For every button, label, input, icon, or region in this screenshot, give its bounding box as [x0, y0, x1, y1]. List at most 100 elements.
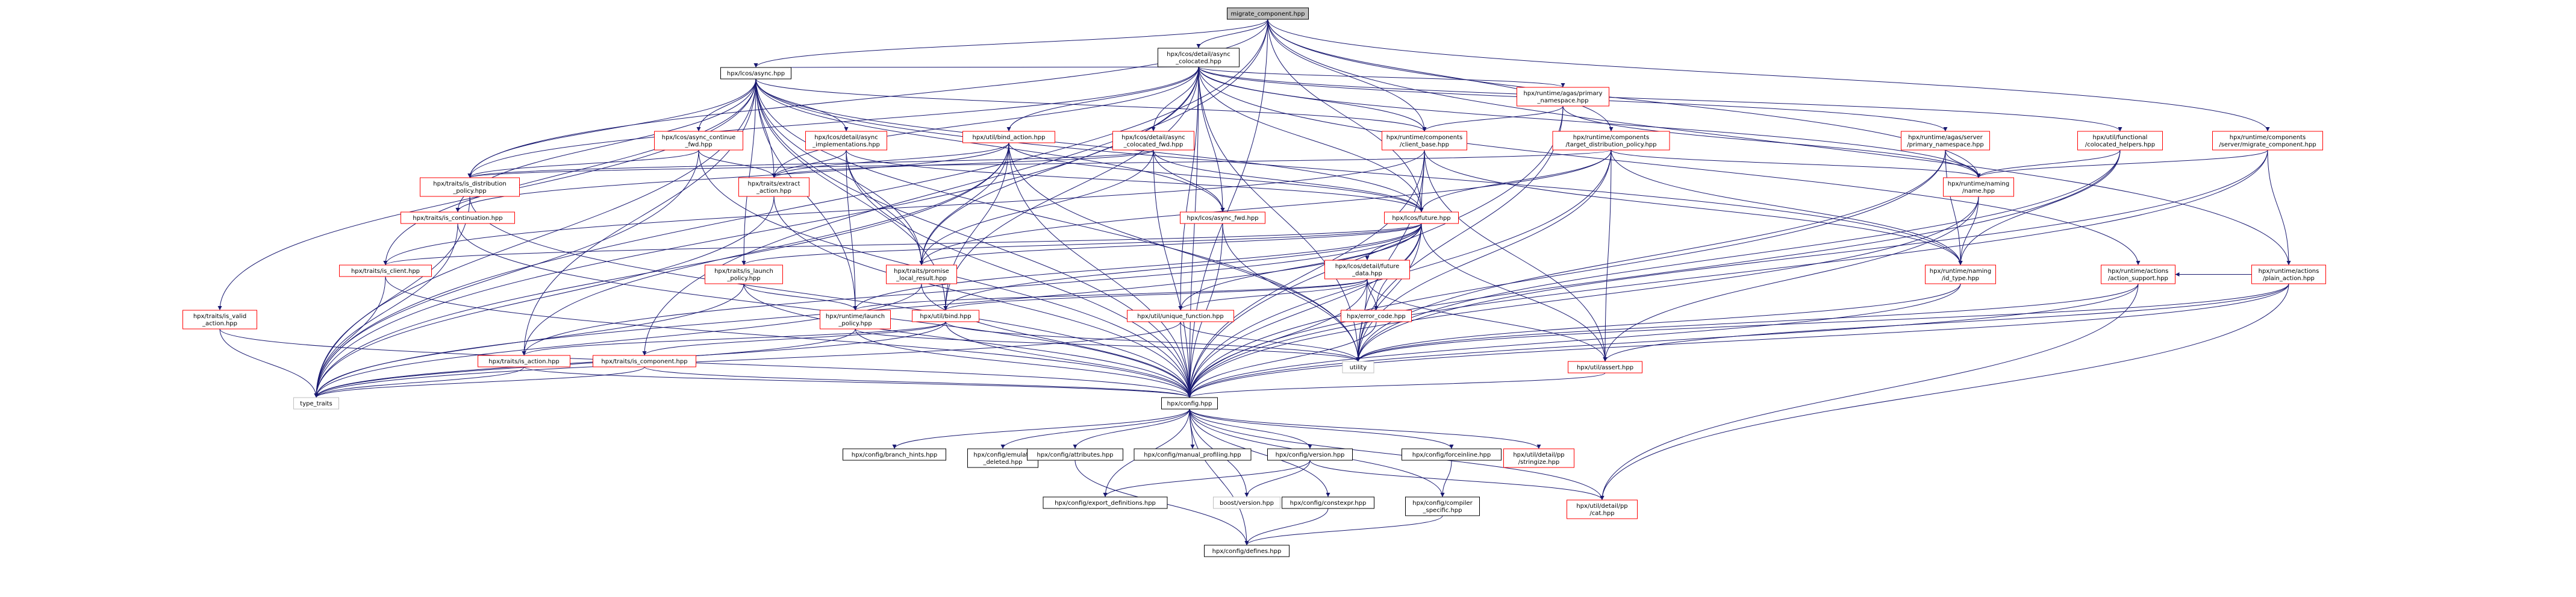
node-client-base[interactable]: hpx/runtime/components/client_base.hpp — [1382, 131, 1467, 151]
edge-target-dist-to-name — [1611, 149, 1981, 178]
node-box — [912, 310, 979, 322]
edge-id-type-to-config — [1187, 283, 1961, 398]
edge-future-data-to-assert — [1367, 278, 1608, 362]
node-label: _colocated_fwd.hpp — [1123, 142, 1184, 148]
edge-async-to-async-fwd — [755, 78, 1225, 213]
edge-is-launch-policy-to-launch-policy — [743, 283, 858, 311]
node-bind-action[interactable]: hpx/util/bind_action.hpp — [962, 131, 1055, 143]
edge-config-to-defines — [1189, 408, 1249, 546]
node-box — [1405, 496, 1480, 516]
node-box — [2212, 131, 2323, 151]
node-cat[interactable]: hpx/util/detail/pp/cat.hpp — [1567, 499, 1638, 519]
node-root[interactable]: migrate_component.hpp — [1227, 7, 1309, 20]
node-label: _policy.hpp — [726, 275, 760, 282]
node-label: hpx/lcos/detail/async — [1167, 51, 1230, 58]
node-future-data[interactable]: hpx/lcos/detail/future_data.hpp — [1324, 260, 1410, 280]
edge-async-to-client-base — [755, 78, 1427, 132]
node-is-client[interactable]: hpx/traits/is_client.hpp — [339, 264, 432, 277]
edge-target-dist-to-is-dist-policy — [468, 149, 1612, 178]
node-is-launch-policy[interactable]: hpx/traits/is_launch_policy.hpp — [705, 264, 783, 284]
node-future[interactable]: hpx/lcos/future.hpp — [1384, 211, 1459, 224]
node-label: hpx/util/detail/pp — [1576, 503, 1627, 510]
node-async-continue-fwd[interactable]: hpx/lcos/async_continue_fwd.hpp — [654, 131, 743, 151]
node-is-dist-policy[interactable]: hpx/traits/is_distribution_policy.hpp — [420, 177, 520, 197]
node-box — [593, 355, 696, 367]
node-export-defs[interactable]: hpx/config/export_definitions.hpp — [1043, 496, 1168, 509]
edge-version-to-cat — [1309, 460, 1605, 501]
node-is-valid-action[interactable]: hpx/traits/is_valid_action.hpp — [182, 310, 257, 330]
node-version[interactable]: hpx/config/version.hpp — [1267, 448, 1353, 461]
node-attributes[interactable]: hpx/config/attributes.hpp — [1027, 448, 1123, 461]
node-emulate-deleted[interactable]: hpx/config/emulate_deleted.hpp — [967, 448, 1038, 468]
edge-colocated-fwd-to-future — [1153, 149, 1424, 213]
node-manual-profiling[interactable]: hpx/config/manual_profiling.hpp — [1134, 448, 1252, 461]
node-is-action[interactable]: hpx/traits/is_action.hpp — [478, 355, 570, 367]
node-async-fwd[interactable]: hpx/lcos/async_fwd.hpp — [1180, 211, 1265, 224]
node-action-support[interactable]: hpx/runtime/actions/action_support.hpp — [2101, 264, 2175, 284]
edge-future-data-to-unique-function — [1178, 278, 1368, 311]
node-constexpr[interactable]: hpx/config/constexpr.hpp — [1282, 496, 1374, 509]
node-extract-action[interactable]: hpx/traits/extract_action.hpp — [738, 177, 809, 197]
node-colocated[interactable]: hpx/lcos/detail/async_colocated.hpp — [1158, 48, 1240, 67]
node-box — [1127, 310, 1234, 322]
node-box — [1227, 7, 1309, 20]
node-box — [2251, 264, 2326, 284]
edge-bind-action-to-type-traits — [314, 142, 1009, 398]
node-async-impl[interactable]: hpx/lcos/detail/async_implementations.hp… — [805, 131, 887, 151]
node-unique-function[interactable]: hpx/util/unique_function.hpp — [1127, 310, 1234, 322]
node-defines[interactable]: hpx/config/defines.hpp — [1204, 545, 1290, 557]
node-promise-local[interactable]: hpx/traits/promise_local_result.hpp — [886, 264, 957, 284]
node-colocated-fwd[interactable]: hpx/lcos/detail/async_colocated_fwd.hpp — [1112, 131, 1194, 151]
node-box — [1204, 545, 1290, 557]
edge-async-to-future — [755, 78, 1424, 213]
edge-client-base-to-is-client — [383, 149, 1425, 266]
node-plain-action[interactable]: hpx/runtime/actions/plain_action.hpp — [2251, 264, 2326, 284]
node-colocated-helpers[interactable]: hpx/util/functional/colocated_helpers.hp… — [2077, 131, 2163, 151]
node-target-dist[interactable]: hpx/runtime/components/target_distributi… — [1552, 131, 1670, 151]
node-label: hpx/runtime/agas/server — [1908, 134, 1983, 141]
node-server-migrate[interactable]: hpx/runtime/components/server/migrate_co… — [2212, 131, 2323, 151]
edge-colocated-to-name — [1198, 66, 1981, 178]
node-stringize[interactable]: hpx/util/detail/pp/stringize.hpp — [1503, 448, 1574, 468]
node-box — [1043, 496, 1168, 509]
edge-async-impl-to-config — [846, 149, 1192, 398]
node-type-traits[interactable]: type_traits — [293, 397, 339, 410]
edge-action-support-to-config — [1187, 283, 2139, 398]
node-bind[interactable]: hpx/util/bind.hpp — [912, 310, 979, 322]
node-box — [1324, 260, 1410, 280]
node-name[interactable]: hpx/runtime/naming/name.hpp — [1943, 177, 2014, 197]
edge-future-to-promise-local — [919, 223, 1422, 266]
node-async[interactable]: hpx/lcos/async.hpp — [720, 67, 791, 80]
node-id-type[interactable]: hpx/runtime/naming/id_type.hpp — [1925, 264, 1996, 284]
node-label: /primary_namespace.hpp — [1907, 142, 1983, 148]
node-branch-hints[interactable]: hpx/config/branch_hints.hpp — [843, 448, 946, 461]
edge-colocated-to-primary-ns — [1198, 66, 1565, 88]
node-assert[interactable]: hpx/util/assert.hpp — [1568, 361, 1642, 374]
node-label: /cat.hpp — [1589, 510, 1614, 517]
node-primary-ns[interactable]: hpx/runtime/agas/primary_namespace.hpp — [1517, 87, 1609, 107]
edge-bind-action-to-is-action — [522, 142, 1009, 356]
node-forceinline[interactable]: hpx/config/forceinline.hpp — [1402, 448, 1502, 461]
node-is-component[interactable]: hpx/traits/is_component.hpp — [593, 355, 696, 367]
node-error-code[interactable]: hpx/error_code.hpp — [1341, 310, 1412, 322]
node-utility[interactable]: utility — [1342, 361, 1374, 374]
node-compiler-specific[interactable]: hpx/config/compiler_specific.hpp — [1405, 496, 1480, 516]
edge-target-dist-to-assert — [1603, 149, 1612, 362]
node-box — [843, 448, 946, 461]
node-launch-policy[interactable]: hpx/runtime/launch_policy.hpp — [820, 310, 891, 330]
node-boost-version[interactable]: boost/version.hpp — [1213, 496, 1280, 509]
edge-server-migrate-to-plain-action — [2267, 149, 2291, 266]
node-label: /stringize.hpp — [1518, 459, 1559, 466]
node-config[interactable]: hpx/config.hpp — [1161, 397, 1218, 410]
node-label: _data.hpp — [1352, 270, 1382, 277]
node-server-primary-ns[interactable]: hpx/runtime/agas/server/primary_namespac… — [1901, 131, 1990, 151]
node-box — [738, 177, 809, 197]
node-label: utility — [1350, 364, 1367, 371]
edge-target-dist-to-promise-local — [919, 149, 1612, 266]
edge-plain-action-to-assert — [1603, 283, 2289, 362]
node-is-continuation[interactable]: hpx/traits/is_continuation.hpp — [401, 211, 515, 224]
edge-bind-action-to-future — [1008, 142, 1424, 213]
edge-plain-action-to-cat — [1600, 283, 2289, 501]
edge-unique-function-to-utility — [1180, 321, 1361, 362]
